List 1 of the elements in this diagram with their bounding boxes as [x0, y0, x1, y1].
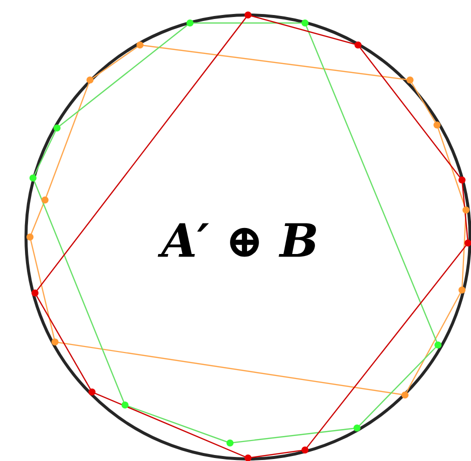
- formula-label: A′ ⊕ B: [158, 223, 316, 257]
